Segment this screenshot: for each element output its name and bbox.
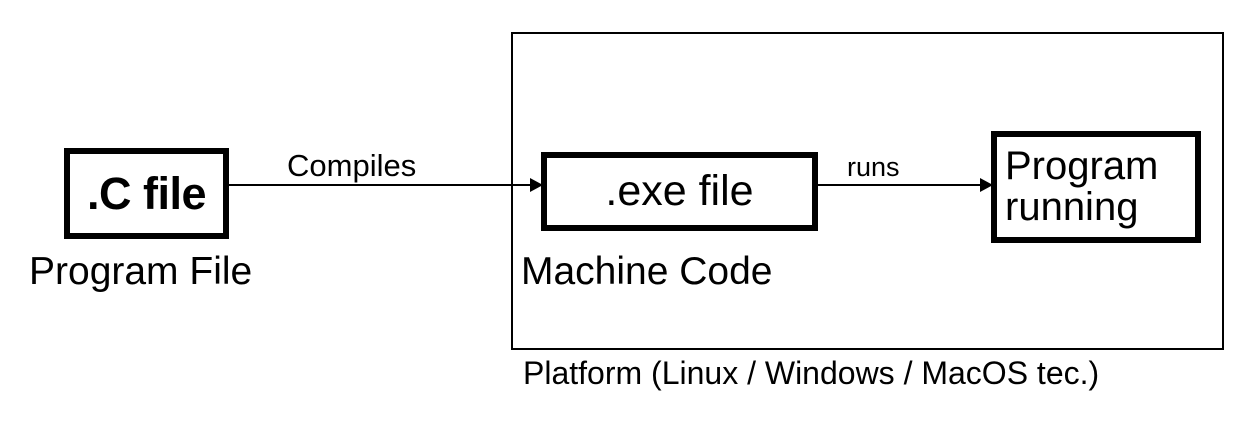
node-c-file-label: .C file (86, 168, 207, 219)
node-program-running[interactable]: Program running (991, 131, 1201, 243)
edge-compiles-label: Compiles (287, 148, 417, 183)
edge-compiles-arrowhead-icon (530, 178, 543, 192)
edge-compiles-line (228, 184, 541, 186)
platform-container-rect (511, 32, 1224, 350)
caption-program-file: Program File (29, 250, 253, 293)
node-c-file[interactable]: .C file (64, 148, 229, 239)
caption-platform: Platform (Linux / Windows / MacOS tec.) (523, 355, 1100, 391)
edge-runs-arrowhead-icon (980, 178, 993, 192)
node-program-running-label: Program running (1005, 143, 1159, 229)
caption-machine-code: Machine Code (521, 250, 773, 293)
node-exe-file[interactable]: .exe file (541, 152, 818, 231)
edge-runs-label: runs (847, 152, 900, 182)
edge-runs-line (818, 184, 991, 186)
node-exe-file-label: .exe file (605, 167, 754, 215)
